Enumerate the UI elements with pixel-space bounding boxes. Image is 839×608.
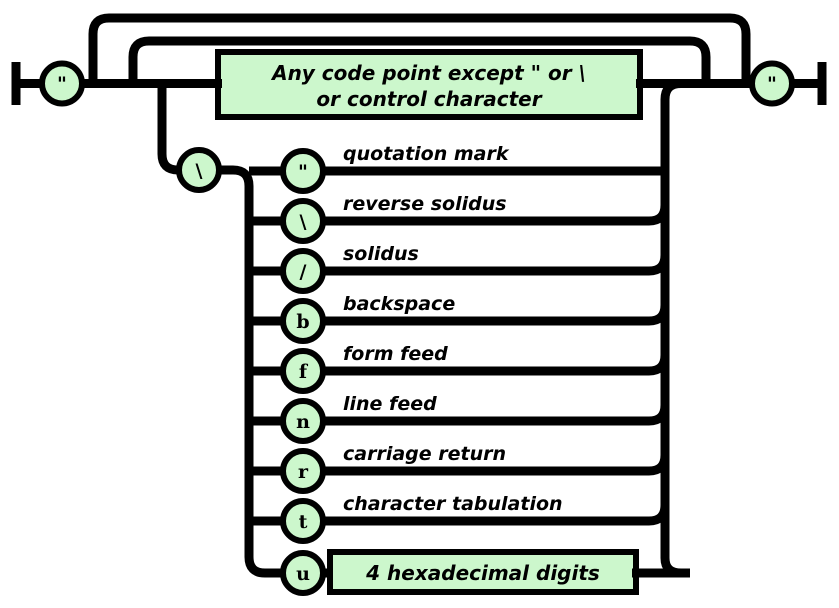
escape-label-7: character tabulation: [343, 493, 563, 515]
escape-char-0: ": [298, 161, 308, 183]
escape-rejoin-to-spine: [660, 79, 682, 171]
escape-label-6: carriage return: [343, 443, 506, 465]
escape-label-2: solidus: [343, 243, 419, 265]
escape-label-5: line feed: [343, 393, 437, 415]
outer-bypass-loop: [88, 13, 751, 84]
escape-char-5: n: [296, 411, 310, 433]
hex-digits-label: 4 hexadecimal digits: [365, 561, 600, 585]
opening-quote-char: ": [57, 73, 67, 95]
escape-char-2: /: [300, 261, 307, 283]
escape-branch-drop-left: [157, 83, 179, 175]
hex-digits-box: [327, 549, 639, 595]
escape-char-4: f: [299, 361, 309, 383]
escape-label-1: reverse solidus: [343, 193, 507, 215]
escape-row-rail-right-2: [321, 254, 670, 276]
escape-lead-char: \: [196, 160, 203, 182]
closing-quote-char: ": [767, 73, 777, 95]
escape-char-7: t: [299, 511, 308, 533]
escape-label-0: quotation mark: [343, 143, 510, 165]
escape-label-4: form feed: [343, 343, 448, 365]
any-code-point-line2: or control character: [316, 87, 542, 111]
escape-row-rail-right-3: [321, 304, 670, 326]
escape-row-rail-right-7: [321, 504, 670, 526]
escape-char-3: b: [296, 311, 309, 333]
any-code-point-line1: Any code point except " or \: [270, 61, 586, 85]
inner-repeat-loop: [128, 36, 711, 84]
escape-char-8: u: [296, 563, 310, 585]
escape-row-rail-right-4: [321, 354, 670, 376]
escape-distribution-bus: [219, 165, 266, 578]
escape-row-rail-right-5: [321, 404, 670, 426]
escape-char-1: \: [300, 211, 307, 233]
escape-row-rail-right-1: [321, 204, 670, 226]
escape-label-3: backspace: [343, 293, 455, 315]
escape-row-rail-right-6: [321, 454, 670, 476]
escape-char-6: r: [298, 461, 309, 483]
